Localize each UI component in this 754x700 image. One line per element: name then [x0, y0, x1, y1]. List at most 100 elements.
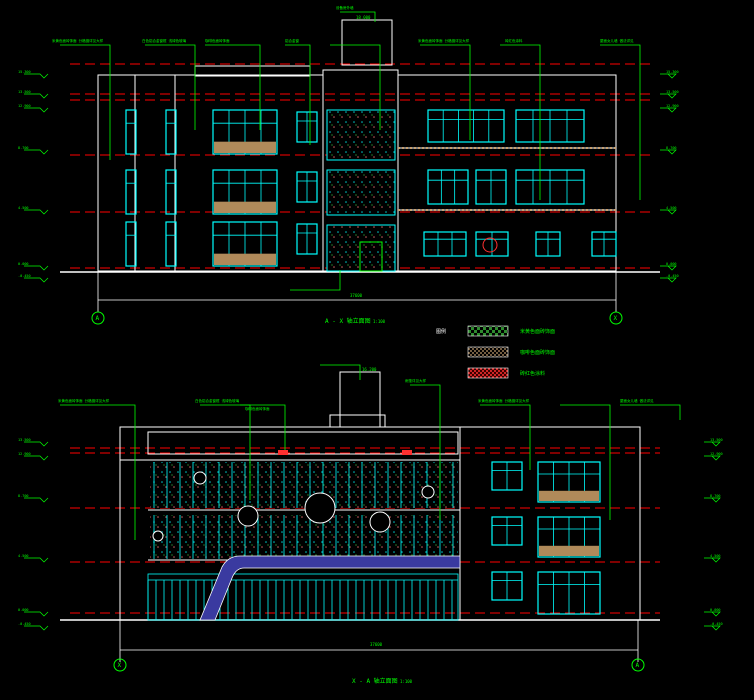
level-value-right: 12.900: [666, 104, 679, 108]
upper-window: [125, 169, 137, 215]
upper-note-5: 米黄色面砖饰面 分格缝详见大样: [418, 38, 470, 43]
lower-window: [537, 571, 601, 615]
level-value-left: 12.900: [18, 452, 31, 456]
lower-red-marks: [278, 450, 412, 455]
lower-window: [537, 461, 601, 503]
level-mark-right: [660, 209, 677, 215]
lower-elevation: [60, 364, 681, 672]
level-value-right: 0.000: [666, 262, 677, 266]
level-value-right: 8.700: [710, 494, 721, 498]
upper-note-2: 白色铝合金窗框 浅绿色玻璃: [142, 38, 187, 43]
lower-axis-a-label: A: [636, 662, 640, 669]
upper-axis-a-label: A: [96, 315, 100, 322]
lower-note-2: 白色铝合金窗框 浅绿色玻璃: [195, 398, 240, 403]
upper-scale: 1:100: [373, 319, 386, 324]
lower-leaders: [60, 364, 681, 540]
level-mark-left: [24, 93, 49, 99]
legend-swatch-brown: [467, 346, 509, 358]
lower-outline: [119, 371, 641, 621]
level-mark-right: [704, 441, 721, 447]
level-value-right: -0.450: [710, 622, 723, 626]
upper-dimension: [97, 272, 617, 312]
level-value-left: 15.300: [18, 70, 31, 74]
top-level: 18.000: [356, 15, 371, 20]
level-value-left: 0.000: [18, 608, 29, 612]
level-value-left: -0.450: [18, 274, 31, 278]
upper-window: [296, 223, 318, 255]
upper-note-7: 屋面女儿墙 做法详见: [600, 38, 634, 43]
lower-note-6: 屋面女儿墙 做法详见: [620, 398, 654, 403]
upper-window: [212, 221, 278, 267]
level-mark-left: [24, 107, 49, 113]
upper-window: [296, 171, 318, 203]
lower-portholes: [152, 471, 435, 542]
lower-scale: 1:100: [400, 679, 413, 684]
level-value-right: 12.900: [710, 452, 723, 456]
lower-top-level: 16.200: [362, 367, 377, 372]
lower-axis-x-label: X: [118, 662, 122, 669]
upper-title: A - X 轴立面图: [325, 317, 371, 325]
lower-window: [491, 516, 523, 546]
legend: [467, 325, 509, 379]
lower-window: [537, 516, 601, 558]
upper-axis-bubbles: [91, 311, 623, 325]
level-mark-left: [24, 611, 49, 617]
level-value-left: 8.700: [18, 494, 29, 498]
level-mark-left: [24, 455, 49, 461]
level-value-right: 8.700: [666, 146, 677, 150]
level-mark-left: [24, 497, 49, 503]
level-mark-right: [704, 625, 721, 631]
level-mark-left: [24, 625, 49, 631]
level-mark-right: [704, 497, 721, 503]
lower-note-3: 咖啡色面砖饰面: [245, 406, 270, 411]
canopy: [199, 555, 461, 621]
level-mark-right: [660, 93, 677, 99]
upper-window: [125, 109, 137, 155]
upper-note-6: 砖红色涂料: [505, 38, 523, 43]
upper-window: [427, 109, 505, 143]
upper-window: [165, 221, 177, 267]
level-mark-right: [660, 73, 677, 79]
upper-elevation: [60, 11, 660, 325]
upper-axis-x-label: X: [614, 315, 618, 322]
lower-note-5: 米黄色面砖饰面 分格缝详见大样: [478, 398, 530, 403]
lower-dimension: [119, 620, 639, 662]
upper-leaders: [60, 11, 641, 291]
upper-window: [125, 221, 137, 267]
level-value-right: 0.000: [710, 608, 721, 612]
legend-label-2: 咖啡色面砖饰面: [520, 349, 555, 356]
upper-window: [591, 231, 617, 257]
level-mark-right: [660, 149, 677, 155]
lower-title: X - A 轴立面图: [352, 677, 398, 685]
upper-window: [423, 231, 467, 257]
level-value-left: 4.500: [18, 206, 29, 210]
level-mark-left: [24, 209, 49, 215]
legend-heading: 图例: [436, 328, 446, 335]
upper-note-3: 咖啡色面砖饰面: [205, 38, 230, 43]
upper-window: [475, 231, 509, 257]
upper-window: [515, 169, 585, 205]
level-mark-right: [660, 107, 677, 113]
level-value-right: 13.500: [710, 438, 723, 442]
level-value-left: 12.900: [18, 104, 31, 108]
level-mark-left: [24, 557, 49, 563]
level-mark-right: [704, 557, 721, 563]
lower-window: [491, 571, 523, 601]
level-value-left: 4.500: [18, 554, 29, 558]
top-note: 设备房外墙: [336, 5, 354, 10]
upper-window: [475, 169, 507, 205]
upper-window: [515, 109, 585, 143]
level-mark-left: [24, 149, 49, 155]
level-mark-left: [24, 277, 49, 283]
level-mark-right: [660, 265, 677, 271]
lower-dim-total: 37600: [370, 642, 383, 647]
lower-window: [491, 461, 523, 491]
upper-window: [165, 109, 177, 155]
level-value-left: 13.500: [18, 90, 31, 94]
upper-window: [212, 109, 278, 155]
labels: A - X 轴立面图 1:100 X - A 轴立面图 1:100 A X X …: [52, 5, 654, 685]
level-mark-left: [24, 265, 49, 271]
legend-swatch-red: [467, 367, 509, 379]
level-value-right: -0.450: [666, 274, 679, 278]
lower-note-1: 米黄色面砖饰面 分格缝详见大样: [58, 398, 110, 403]
